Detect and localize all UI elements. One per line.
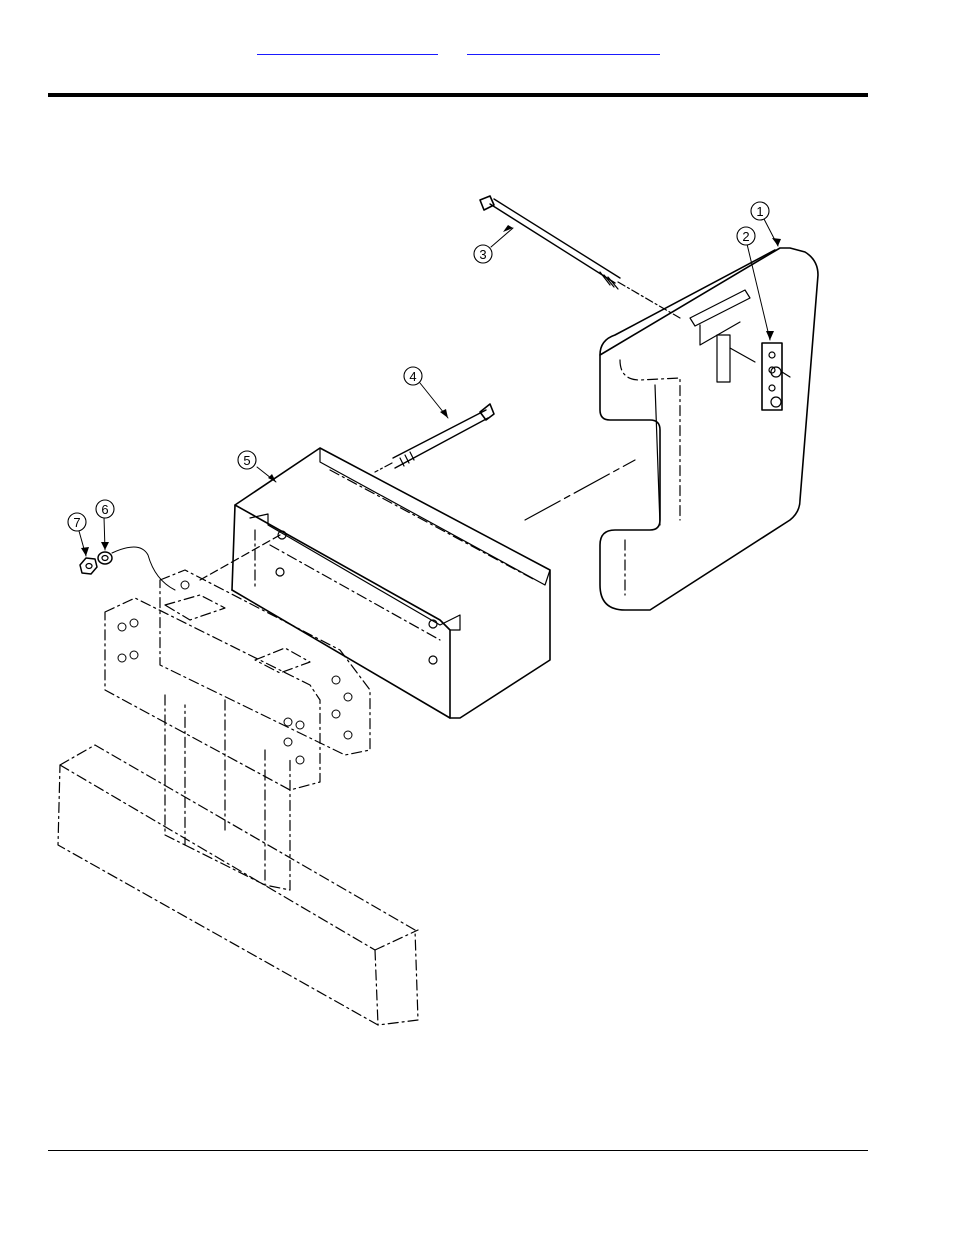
suitcase-weight xyxy=(600,248,818,610)
callout-balloon-5: 5 xyxy=(238,451,256,469)
weight-bracket xyxy=(200,448,550,718)
callout-balloon-6: 6 xyxy=(96,500,114,518)
short-bolt xyxy=(375,404,494,472)
callout-balloon-7: 7 xyxy=(68,513,86,531)
washer-and-nut xyxy=(80,547,175,590)
callout-label: 3 xyxy=(479,247,486,262)
footer-rule xyxy=(48,1150,868,1151)
callout-label: 6 xyxy=(101,502,108,517)
callout-balloon-2: 2 xyxy=(737,227,755,245)
callout-balloon-3: 3 xyxy=(474,245,492,263)
callout-label: 7 xyxy=(73,515,80,530)
callout-label: 1 xyxy=(756,204,763,219)
tractor-frame xyxy=(58,570,418,1025)
callout-balloon-1: 1 xyxy=(751,202,769,220)
callout-balloon-4: 4 xyxy=(404,367,422,385)
frame-holes xyxy=(118,581,352,764)
callout-label: 5 xyxy=(243,453,250,468)
callout-label: 4 xyxy=(409,369,416,384)
long-bolt xyxy=(480,196,680,318)
callout-label: 2 xyxy=(742,229,749,244)
